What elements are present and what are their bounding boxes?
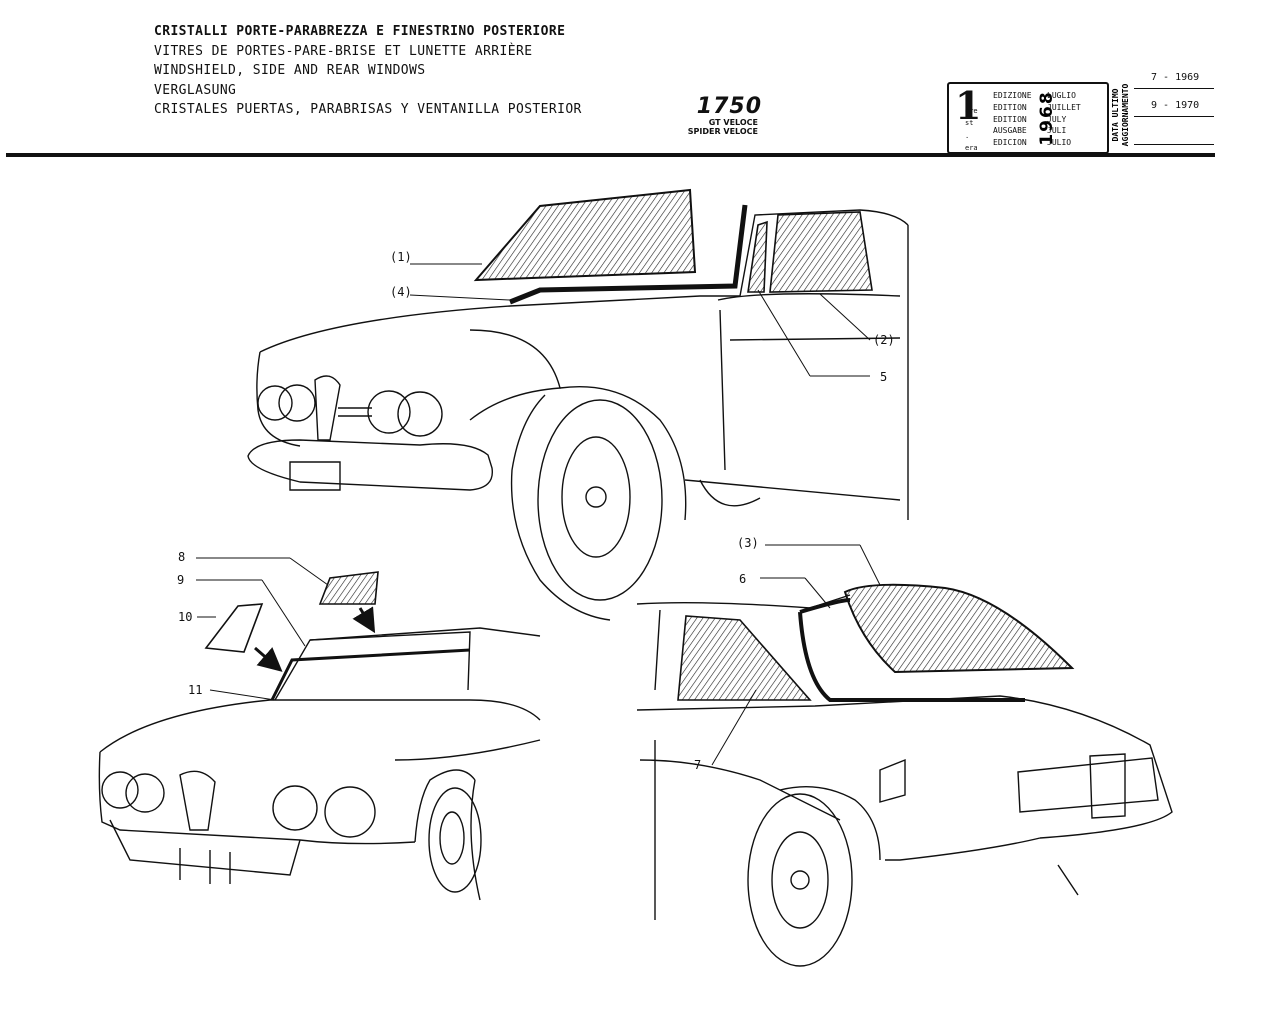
callout-7: 7 — [694, 758, 702, 772]
rear-window-seal — [798, 598, 1025, 702]
callout-6: 6 — [739, 572, 747, 586]
title-block: CRISTALLI PORTE-PARABREZZA E FINESTRINO … — [154, 22, 582, 120]
update-line-3 — [1134, 144, 1214, 145]
header-rule — [6, 153, 1215, 157]
svg-text:DATA ULTIMO: DATA ULTIMO — [1111, 88, 1120, 141]
side-window-glass — [769, 211, 873, 293]
callout-8: 8 — [178, 550, 186, 564]
title-german: VERGLASUNG — [154, 82, 237, 98]
windshield-seal — [509, 204, 748, 305]
svg-text:1968: 1968 — [1037, 90, 1057, 145]
seal-corner-piece-10 — [204, 603, 264, 653]
callout-10: 10 — [178, 610, 193, 624]
model-variant-gt: GT VELOCE — [708, 118, 758, 127]
rear-quarter-glass — [677, 615, 812, 701]
update-date-2: 9 - 1970 — [1151, 100, 1200, 111]
model-number: 1750 — [696, 94, 762, 119]
edition-months: LUGLIO JUILLET JULY JULI JULIO — [1047, 91, 1081, 148]
update-label: DATA ULTIMO AGGIORNAMENTO — [1111, 84, 1130, 147]
windshield-glass-front — [473, 188, 697, 282]
callout-3: (3) — [737, 536, 759, 550]
seal-corner-piece-8 — [318, 571, 379, 605]
callout-5: 5 — [880, 370, 888, 384]
rear-window-glass — [843, 583, 1075, 674]
title-french: VITRES DE PORTES-PARE-BRISE ET LUNETTE A… — [154, 43, 533, 59]
svg-text:AGGIORNAMENTO: AGGIORNAMENTO — [1121, 84, 1130, 147]
title-english: WINDSHIELD, SIDE AND REAR WINDOWS — [154, 63, 426, 79]
title-spanish: CRISTALES PUERTAS, PARABRISAS Y VENTANIL… — [154, 102, 582, 118]
quarter-vent — [747, 220, 768, 293]
windshield-seal-small — [270, 648, 471, 701]
model-badge: 1750 GT VELOCE SPIDER VELOCE — [676, 94, 762, 137]
update-line-2 — [1134, 116, 1214, 117]
callout-2: (2) — [873, 333, 895, 347]
callout-9: 9 — [177, 573, 185, 587]
car-rear-view — [636, 594, 1173, 967]
update-line-1 — [1134, 88, 1214, 89]
edition-number: 1 — [955, 83, 982, 128]
title-italian: CRISTALLI PORTE-PARABREZZA E FINESTRINO … — [154, 24, 566, 39]
callout-1: (1) — [390, 250, 412, 264]
update-date-1: 7 - 1969 — [1151, 72, 1200, 83]
car-front-small-view — [98, 627, 541, 901]
edition-words: EDIZIONE EDITION EDITION AUSGABE EDICION — [993, 91, 1032, 148]
edition-box: 1 a ère st . era EDIZIONE EDITION EDITIO… — [947, 82, 1109, 154]
model-variant-spider: SPIDER VELOCE — [687, 127, 758, 136]
callout-11: 11 — [188, 683, 203, 697]
leader-lines — [196, 263, 881, 766]
edition-suffixes: a ère st . era — [965, 95, 978, 152]
car-front-view — [247, 209, 909, 621]
callout-4: (4) — [390, 285, 412, 299]
edition-year: 1968 — [1037, 90, 1057, 145]
